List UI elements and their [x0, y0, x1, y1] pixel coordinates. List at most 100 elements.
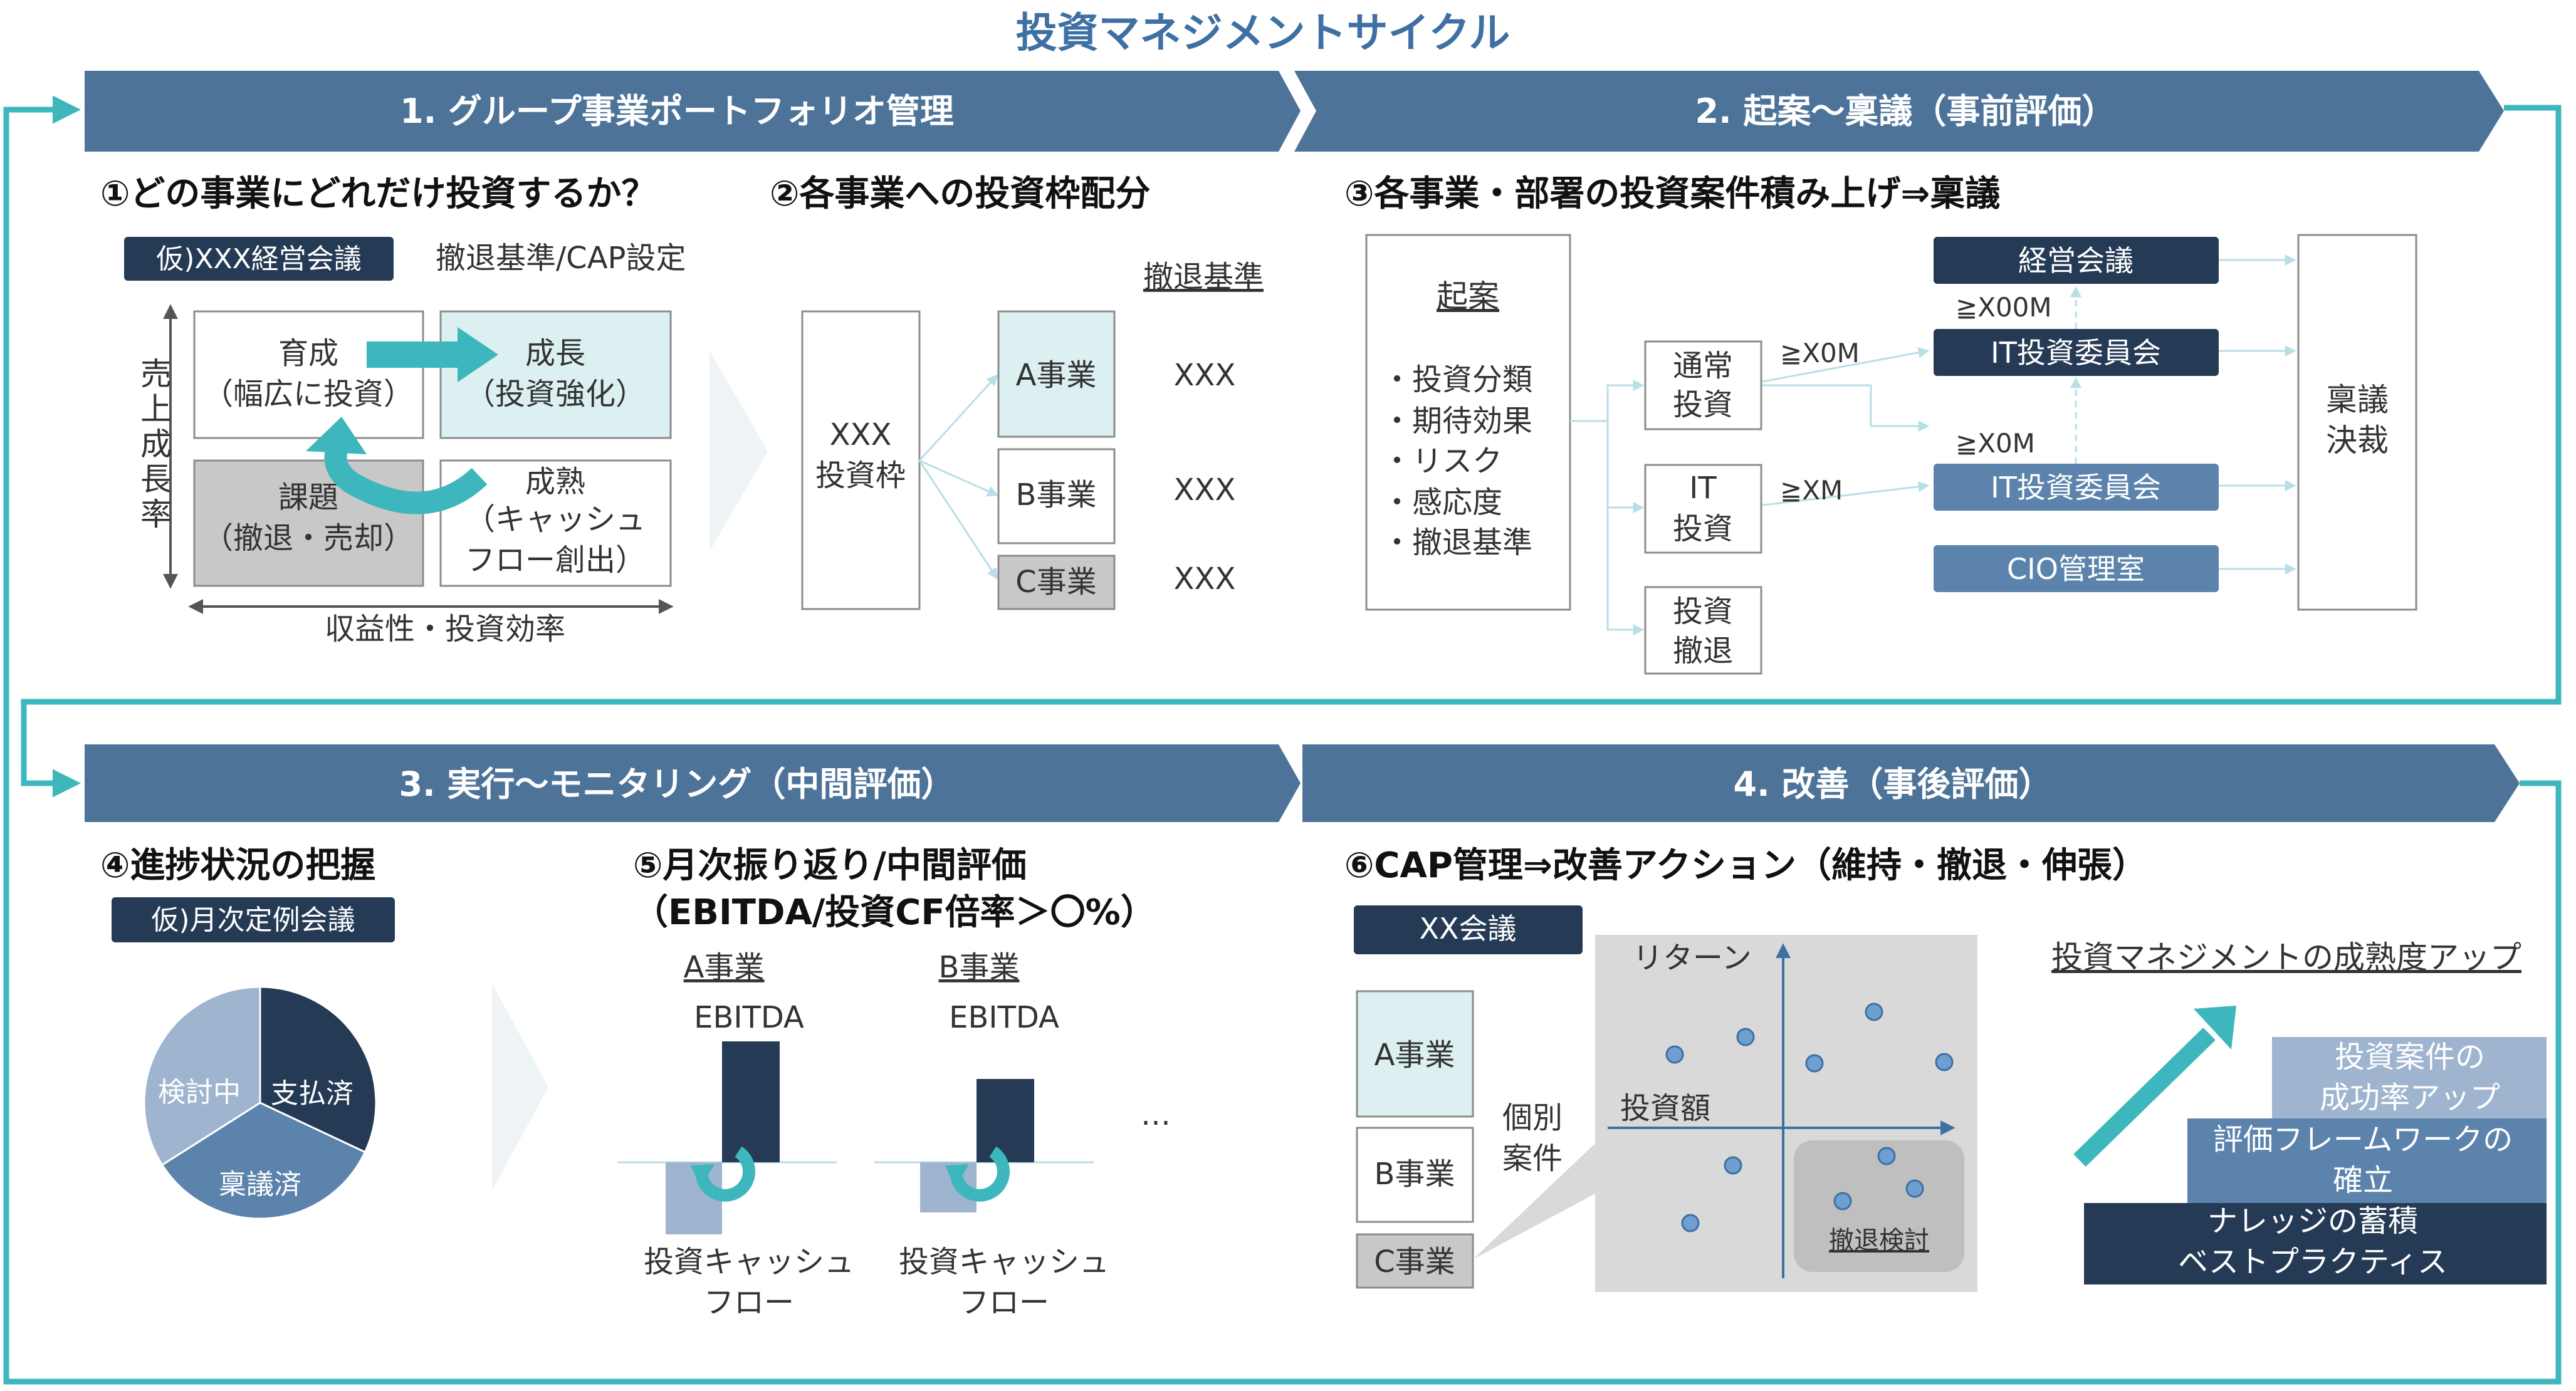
- portfolio-subtitle: 撤退基準/CAP設定: [436, 241, 686, 276]
- quadrant-issue: [193, 459, 424, 587]
- s5-chart-a: [617, 1041, 837, 1234]
- s5-cf-b-line2: フロー: [959, 1285, 1049, 1320]
- proposal-box: [1365, 234, 1571, 611]
- quadrant-nurture: [193, 310, 424, 439]
- section-5-heading-line2: （EBITDA/投資CF倍率＞〇%）: [633, 892, 1156, 933]
- meeting-tag-4-label: 仮)月次定例会議: [151, 904, 355, 936]
- category-exit-line2: 撤退: [1673, 633, 1733, 669]
- section-6-heading: ⑥CAP管理⇒改善アクション（維持・撤退・伸張）: [1344, 845, 2147, 886]
- threshold-1: ≧X0M: [1780, 338, 1860, 368]
- exit-criteria-label: 撤退基準: [1143, 259, 1264, 294]
- s6-business-c-box: [1356, 1233, 1474, 1289]
- chevron-arrow-1: [709, 351, 768, 551]
- phase-3-label: 3. 実行～モニタリング（中間評価）: [399, 764, 955, 804]
- quadrant-issue-title: 課題: [278, 480, 338, 515]
- threshold-3: ≧X00M: [1956, 292, 2052, 323]
- proposal-item-2: ・期待効果: [1382, 404, 1532, 439]
- individual-case-line1: 個別: [1502, 1100, 1563, 1135]
- maturity-step-2: [2187, 1118, 2547, 1203]
- phase-banner-1: [85, 71, 1301, 152]
- approval-line1: 稟議: [2326, 382, 2389, 418]
- meeting-tag-6: [1354, 905, 1583, 954]
- phase-4-label: 4. 改善（事後評価）: [1734, 764, 2053, 804]
- meeting-tag-1-label: 仮)XXX経営会議: [156, 243, 362, 275]
- s6-business-b-label: B事業: [1374, 1157, 1455, 1192]
- s5-cf-a-line2: フロー: [704, 1285, 794, 1320]
- maturity-step-1-line1: ナレッジの蓄積: [2207, 1204, 2418, 1239]
- budget-value: XXX: [830, 417, 892, 452]
- proposal-item-1: ・投資分類: [1382, 362, 1532, 397]
- threshold-4: ≧X0M: [1956, 428, 2035, 459]
- body-cio-office: [1934, 545, 2219, 592]
- y-axis-label: 売上成長率: [135, 357, 172, 533]
- exit-review-label: 撤退検討: [1829, 1226, 1929, 1255]
- budget-label: 投資枠: [815, 458, 906, 493]
- pie-slice-approved: [160, 1102, 367, 1220]
- meeting-tag-1: [124, 237, 394, 281]
- budget-allocation-lines: [918, 374, 999, 580]
- s6-business-a-box: [1356, 990, 1474, 1118]
- category-normal-line2: 投資: [1673, 387, 1733, 422]
- pie-label-review: 検討中: [158, 1076, 241, 1108]
- s5-business-a: A事業: [684, 950, 765, 985]
- maturity-step-2-line2: 確立: [2333, 1163, 2393, 1198]
- maturity-title: 投資マネジメントの成熟度アップ: [2051, 939, 2521, 976]
- quadrant-transition-arrows: [306, 327, 498, 514]
- s5-ellipsis: …: [1141, 1097, 1171, 1132]
- body-it-committee-1: [1934, 329, 2219, 376]
- section-1-heading: ①どの事業にどれだけ投資するか？: [100, 174, 656, 214]
- section-5-heading-line1: ⑤月次振り返り/中間評価: [633, 845, 1027, 886]
- cycle-connector: [3, 95, 2562, 1385]
- maturity-step-1-line2: ベストプラクティス: [2178, 1244, 2448, 1279]
- business-b-label: B事業: [1016, 477, 1097, 513]
- progress-pie-chart: [143, 986, 377, 1220]
- exit-review-area: [1794, 1140, 1964, 1272]
- s6-business-a-label: A事業: [1374, 1038, 1455, 1073]
- body-cio-office-label: CIO管理室: [2007, 552, 2145, 586]
- pie-label-approved: 稟議済: [219, 1169, 301, 1201]
- category-it-box: [1644, 464, 1762, 554]
- phase-banner-2: [1294, 71, 2504, 152]
- quadrant-mature-title: 成熟: [525, 464, 585, 499]
- s5-cf-a-line1: 投資キャッシュ: [644, 1244, 854, 1279]
- proposal-item-3: ・リスク: [1382, 444, 1502, 479]
- maturity-step-3-line1: 投資案件の: [2335, 1039, 2485, 1075]
- s5-ebitda-b: EBITDA: [949, 1000, 1059, 1035]
- section-4-heading: ④進捗状況の把握: [100, 845, 375, 886]
- business-c-box: [997, 555, 1116, 610]
- category-it-line2: 投資: [1673, 511, 1733, 546]
- phase-2-label: 2. 起案～稟議（事前評価）: [1695, 91, 2116, 131]
- approval-box: [2297, 234, 2417, 611]
- business-a-label: A事業: [1016, 358, 1097, 393]
- body-exec-meeting-label: 経営会議: [2018, 244, 2134, 278]
- page-title: 投資マネジメントサイクル: [1016, 9, 1511, 57]
- phase-banner-3: [85, 744, 1301, 822]
- pie-label-paid: 支払済: [271, 1078, 353, 1110]
- proposal-title: 起案: [1437, 278, 1499, 315]
- category-exit-line1: 投資: [1673, 594, 1733, 629]
- cap-y-label: リターン: [1633, 940, 1752, 976]
- maturity-step-2-line1: 評価フレームワークの: [2213, 1122, 2513, 1157]
- s5-cf-b-line1: 投資キャッシュ: [899, 1244, 1109, 1279]
- body-it-committee-1-label: IT投資委員会: [1991, 336, 2161, 370]
- proposal-routing-lines: [1570, 254, 2296, 635]
- body-it-committee-2-label: IT投資委員会: [1991, 471, 2161, 504]
- business-b-value: XXX: [1174, 472, 1236, 508]
- category-it-line1: IT: [1689, 471, 1717, 506]
- s5-chart-b: [874, 1079, 1094, 1212]
- section-3-heading: ③各事業・部署の投資案件積み上げ⇒稟議: [1344, 174, 2000, 214]
- business-a-value: XXX: [1174, 358, 1236, 393]
- pie-slice-review: [143, 986, 261, 1167]
- quadrant-nurture-title: 育成: [278, 336, 338, 371]
- s5-ebitda-a: EBITDA: [694, 1000, 804, 1035]
- quadrant-nurture-sub: （幅広に投資）: [203, 377, 414, 412]
- quadrant-growth: [439, 310, 672, 439]
- cap-scatter-points: [1665, 1003, 1954, 1232]
- quadrant-mature-sub2: フロー創出）: [465, 543, 646, 578]
- maturity-up-arrow: [2073, 1006, 2236, 1167]
- maturity-step-3-line2: 成功率アップ: [2320, 1080, 2500, 1115]
- quadrant-growth-sub: （投資強化）: [465, 377, 646, 412]
- category-normal-line1: 通常: [1673, 348, 1733, 383]
- quadrant-mature-sub1: （キャッシュ: [465, 502, 646, 537]
